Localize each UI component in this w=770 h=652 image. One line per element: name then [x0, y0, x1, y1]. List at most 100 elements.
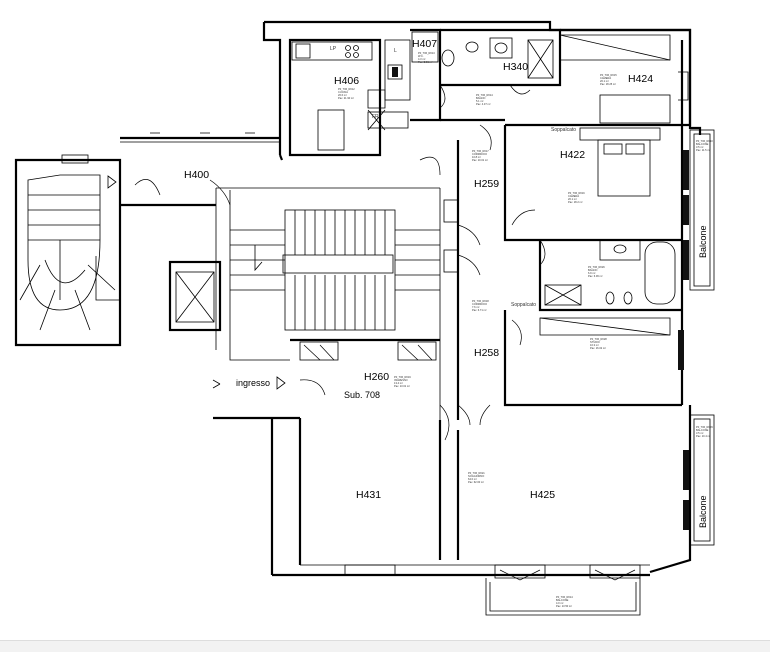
kitchen-h406 [288, 38, 411, 157]
svg-text:CUCINA: CUCINA [338, 90, 348, 94]
svg-text:Pav. 10.4 m²: Pav. 10.4 m² [696, 434, 711, 438]
svg-text:SOGGIORNO: SOGGIORNO [468, 474, 484, 478]
note-h422: P0_T06_R016 CAMERA 20.1 m² Pav. 18.2 m² [568, 191, 585, 204]
svg-text:P0_T06_R010: P0_T06_R010 [696, 139, 713, 143]
spiral-stair [14, 154, 122, 347]
svg-text:6.9 m²: 6.9 m² [588, 271, 595, 275]
svg-text:STUDIO: STUDIO [590, 340, 600, 344]
balcony-bottom [485, 578, 641, 616]
svg-text:20.1 m²: 20.1 m² [568, 197, 577, 201]
outer-walls [213, 20, 702, 577]
svg-text:3.5 m²: 3.5 m² [696, 431, 703, 435]
svg-text:Pav. 11.5 m²: Pav. 11.5 m² [696, 148, 710, 152]
note-h424: P0_T06_R015 CAMERA 20.1 m² Pav. 18.25 m² [600, 73, 617, 86]
label-soppalcato-2: Soppalcato [511, 302, 536, 308]
svg-text:P0_T06_R017: P0_T06_R017 [472, 149, 489, 153]
label-h400: H400 [184, 169, 209, 181]
label-h406: H406 [334, 75, 359, 87]
svg-text:4.3 m²: 4.3 m² [418, 57, 425, 61]
label-sub: Sub. 708 [344, 390, 380, 400]
label-h424: H424 [628, 73, 653, 85]
balcony-lower [683, 414, 715, 546]
balcony-upper [683, 129, 715, 291]
svg-text:BAGNO: BAGNO [588, 268, 597, 272]
note-h407: P0_T06_R013 W.C. 4.3 m² Pav. 2.61 m² [418, 51, 435, 64]
svg-text:Pav. 18.25 m²: Pav. 18.25 m² [600, 82, 616, 86]
svg-text:BAGNO: BAGNO [476, 96, 485, 100]
svg-text:Pav. 2.61 m²: Pav. 2.61 m² [418, 60, 433, 64]
svg-text:13.4 m²: 13.4 m² [394, 381, 403, 385]
svg-text:26.6 m²: 26.6 m² [338, 93, 347, 97]
room-labels: H406 H407 H340 H424 H400 H422 H259 H258 … [184, 38, 708, 528]
label-h422: H422 [560, 149, 585, 161]
svg-text:3.5 m²: 3.5 m² [696, 145, 703, 149]
label-h431: H431 [356, 489, 381, 501]
note-balcony-bottom: P0_T06_R014 BALCONE 4.0 m² Pav. 13.50 m² [556, 595, 573, 608]
main-staircase [230, 209, 440, 331]
note-h340: P0_T06_R014 BAGNO 5.1 m² Pav. 4.37 m² [476, 93, 493, 106]
svg-text:W.C.: W.C. [418, 54, 424, 58]
bedroom-h422 [503, 125, 682, 266]
svg-text:P0_T06_R012: P0_T06_R012 [338, 87, 355, 91]
svg-text:P0_T06_R021: P0_T06_R021 [468, 471, 485, 475]
svg-text:P0_T06_R014: P0_T06_R014 [476, 93, 493, 97]
svg-text:P0_T06_R028: P0_T06_R028 [590, 337, 607, 341]
svg-text:Pav. 4.37 m²: Pav. 4.37 m² [476, 102, 491, 106]
svg-text:Pav. 16.02 m²: Pav. 16.02 m² [590, 346, 606, 350]
svg-text:16.3 m²: 16.3 m² [590, 343, 599, 347]
note-h406: P0_T06_R012 CUCINA 26.6 m² Pav. 21.90 m² [338, 87, 355, 100]
label-balcone-upper: Balcone [698, 225, 708, 258]
corridor-h400 [107, 132, 280, 207]
label-kitchen-l: L [394, 48, 397, 54]
svg-text:P0_T06_R029: P0_T06_R029 [696, 425, 713, 429]
note-bath-mid: P0_T06_R026 BAGNO 6.9 m² Pav. 6.06 m² [588, 265, 605, 278]
svg-text:10.8 m²: 10.8 m² [472, 155, 481, 159]
label-h425: H425 [530, 489, 555, 501]
label-h258: H258 [474, 347, 499, 359]
svg-text:Pav. 13.01 m²: Pav. 13.01 m² [394, 384, 410, 388]
svg-text:P0_T06_R016: P0_T06_R016 [568, 191, 585, 195]
svg-text:5.1 m²: 5.1 m² [476, 99, 483, 103]
svg-text:P0_T06_R015: P0_T06_R015 [600, 73, 617, 77]
svg-text:CAMERA: CAMERA [568, 194, 579, 198]
label-soppalcato-1: Soppalcato [551, 127, 576, 133]
label-kitchen-fr: FR [372, 114, 379, 120]
entrance-h260 [212, 338, 450, 441]
label-kitchen-lp: LP [330, 46, 337, 52]
svg-text:Pav. 6.06 m²: Pav. 6.06 m² [588, 274, 603, 278]
svg-text:20.1 m²: 20.1 m² [600, 79, 609, 83]
svg-text:Pav. 62.00 m²: Pav. 62.00 m² [468, 480, 484, 484]
svg-text:4.0 m²: 4.0 m² [556, 601, 563, 605]
svg-text:7.6 m²: 7.6 m² [472, 305, 479, 309]
svg-text:BALCONE: BALCONE [696, 428, 709, 432]
svg-text:CORRIDOIO: CORRIDOIO [472, 302, 487, 306]
note-balcony-lower: P0_T06_R029 BALCONE 3.5 m² Pav. 10.4 m² [696, 425, 713, 438]
note-balcony-upper: P0_T06_R010 BALCONE 3.5 m² Pav. 11.5 m² [696, 139, 713, 152]
svg-text:CORRIDOIO: CORRIDOIO [472, 152, 487, 156]
svg-text:P0_T06_R026: P0_T06_R026 [588, 265, 605, 269]
svg-text:Pav. 13.50 m²: Pav. 13.50 m² [556, 604, 572, 608]
svg-text:P0_T06_R018: P0_T06_R018 [472, 299, 489, 303]
svg-text:BALCONE: BALCONE [556, 598, 569, 602]
label-balcone-lower: Balcone [698, 495, 708, 528]
label-h407: H407 [412, 38, 437, 50]
svg-text:64.0 m²: 64.0 m² [468, 477, 477, 481]
bathroom-mid [538, 239, 682, 312]
note-h259: P0_T06_R017 CORRIDOIO 10.8 m² Pav. 10.01… [472, 149, 489, 162]
corridors [419, 118, 505, 426]
svg-text:CAMERA: CAMERA [600, 76, 611, 80]
svg-text:Pav. 18.2 m²: Pav. 18.2 m² [568, 200, 583, 204]
svg-text:Pav. 10.01 m²: Pav. 10.01 m² [472, 158, 488, 162]
svg-text:BALCONE: BALCONE [696, 142, 709, 146]
svg-text:P0_T06_R013: P0_T06_R013 [418, 51, 435, 55]
svg-text:P0_T06_R014: P0_T06_R014 [556, 595, 573, 599]
note-h258: P0_T06_R018 CORRIDOIO 7.6 m² Pav. 6.71 m… [472, 299, 489, 312]
label-h259: H259 [474, 178, 499, 190]
elevator [168, 260, 222, 332]
svg-text:Pav. 6.71 m²: Pav. 6.71 m² [472, 308, 487, 312]
bedroom-h424 [505, 28, 692, 127]
svg-text:P0_T06_R019: P0_T06_R019 [394, 375, 411, 379]
svg-text:INGRESSO: INGRESSO [394, 378, 408, 382]
note-h425: P0_T06_R021 SOGGIORNO 64.0 m² Pav. 62.00… [468, 471, 485, 484]
